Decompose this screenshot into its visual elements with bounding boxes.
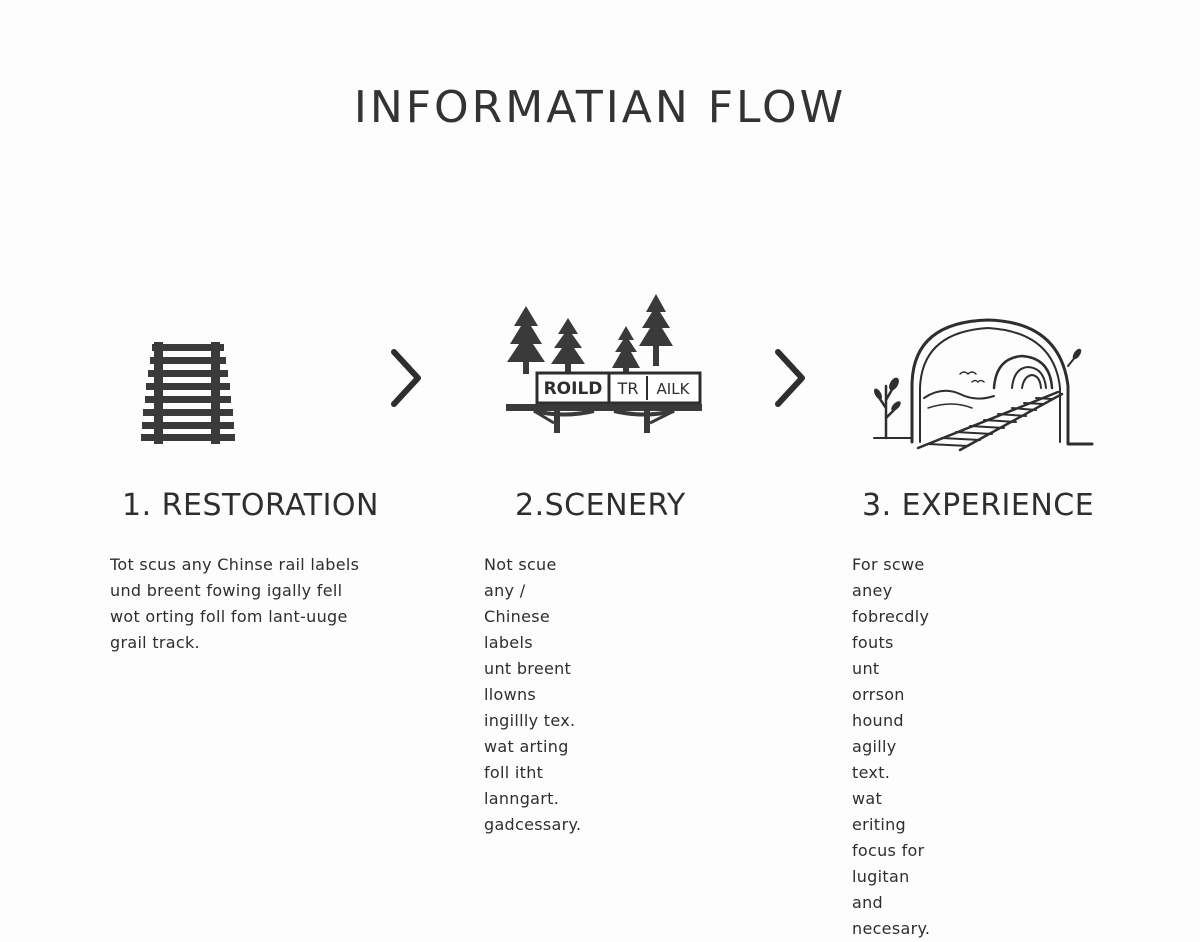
step-title: 2.SCENERY <box>515 488 686 523</box>
page-title: INFORMATIAN FLOW <box>353 82 847 133</box>
chevron-right-icon <box>772 348 808 408</box>
step-description: Not scue any / Chinese labels unt breent… <box>484 555 582 834</box>
sign-left-label: ROILD <box>544 379 603 399</box>
sign-right-label-b: AILK <box>657 380 691 398</box>
step-experience: 3. EXPERIENCE For scwe aney fobrecdly fo… <box>0 0 1094 938</box>
tunnel-icon <box>872 316 1098 452</box>
step-description: Tot scus any Chinse rail labels und bree… <box>110 555 360 652</box>
rail-track-icon <box>138 338 238 448</box>
step-description: For scwe aney fobrecdly fouts unt orrson… <box>852 555 931 938</box>
sign-right-label-a: TR <box>617 379 639 398</box>
forest-bridge-icon: ROILD TR AILK <box>504 292 704 437</box>
step-title: 1. RESTORATION <box>122 488 379 523</box>
step-restoration: 1. RESTORATION Tot scus any Chinse rail … <box>0 0 380 720</box>
step-title: 3. EXPERIENCE <box>862 488 1095 523</box>
chevron-right-icon <box>388 348 424 408</box>
